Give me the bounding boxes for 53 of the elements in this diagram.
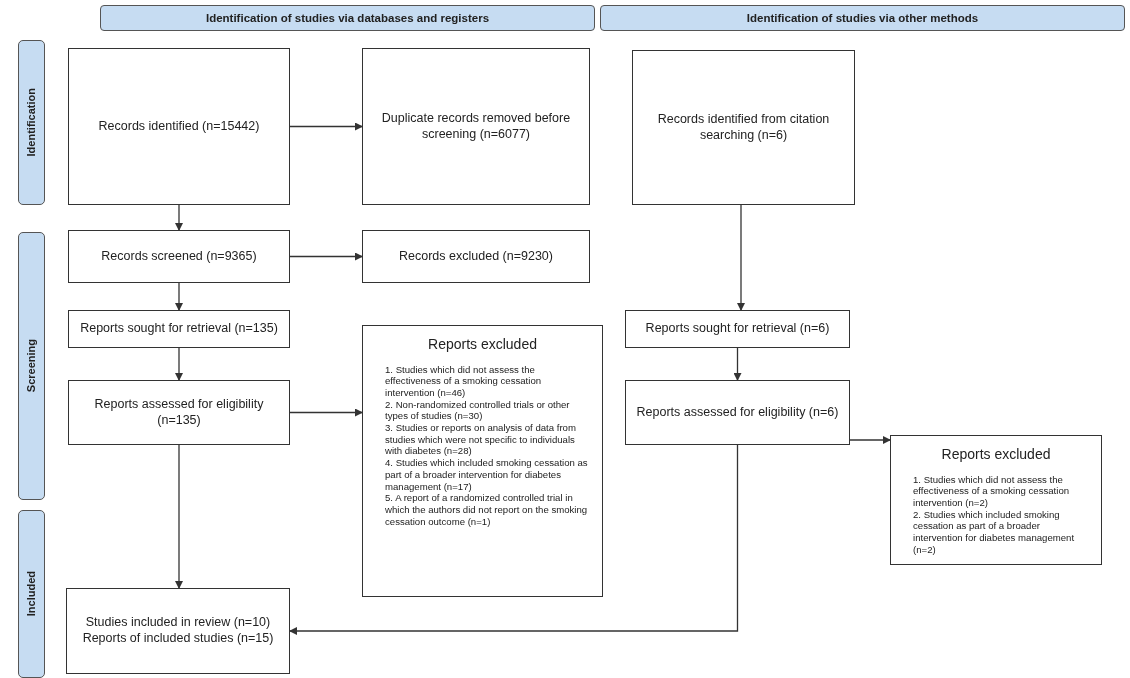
box-text: Records excluded (n=9230): [398, 248, 554, 265]
list-item: 1. Studies which did not assess the effectiveness of a smoking cessation intervention (n=46): [384, 363, 543, 399]
arrow: [289, 408, 363, 417]
arrow: [737, 204, 745, 311]
arrow: [175, 444, 183, 589]
column-header: [100, 5, 595, 31]
list-item: 2. Studies which included smoking cessation as part of a broader intervention for diabetes management (n=2): [912, 508, 1076, 556]
box-text: Reports of included studies (n=15): [81, 631, 275, 647]
box-text: Reports assessed for eligibility (n=6): [635, 404, 840, 421]
process-box: [68, 310, 290, 348]
exclusion-box: [890, 435, 1102, 565]
process-box: [66, 588, 290, 674]
process-box: [632, 50, 855, 205]
header-text: Identification of studies via databases and registers: [204, 10, 491, 26]
phase-label: Included: [24, 571, 38, 617]
list-item: 3. Studies or reports on analysis of data from studies which were not specific to individuals with diabetes (n=28): [384, 422, 577, 458]
process-box: [362, 48, 590, 205]
box-text: Records identified (n=15442): [97, 118, 261, 135]
arrow: [733, 347, 742, 381]
box-heading: Reports excluded: [427, 336, 538, 354]
process-box: [625, 380, 850, 445]
phase-label: Screening: [24, 339, 38, 393]
phase-label: Identification: [24, 88, 38, 157]
phase-band: [18, 40, 45, 205]
process-box: [68, 230, 290, 283]
phase-band: [18, 232, 45, 500]
process-box: [68, 48, 290, 205]
arrow: [175, 282, 183, 311]
box-text: Reports sought for retrieval (n=135): [79, 321, 279, 337]
arrow: [849, 436, 891, 444]
arrow: [175, 347, 183, 381]
list-item: 1. Studies which did not assess the effectiveness of a smoking cessation intervention (n=2): [912, 473, 1071, 509]
arrow: [175, 204, 183, 231]
exclusion-box: [362, 325, 603, 597]
phase-band: [18, 510, 45, 678]
box-text: Studies included in review (n=10): [84, 615, 272, 631]
arrow: [289, 444, 739, 635]
box-text: Reports sought for retrieval (n=6): [644, 321, 831, 337]
list-item: 2. Non-randomized controlled trials or other types of studies (n=30): [384, 398, 571, 422]
list-item: 5. A report of a randomized controlled trial in which the authors did not report on the smoking cessation outcome (n=1): [384, 492, 589, 528]
box-text: Duplicate records removed before screening (n=6077): [380, 110, 572, 143]
box-text: Records screened (n=9365): [100, 248, 258, 265]
process-box: [625, 310, 850, 348]
process-box: [68, 380, 290, 445]
process-box: [362, 230, 590, 283]
box-heading: Reports excluded: [940, 446, 1052, 464]
arrow: [289, 122, 363, 131]
column-header: [600, 5, 1125, 31]
box-text: Reports assessed for eligibility (n=135): [93, 396, 265, 429]
box-text: Records identified from citation searching (n=6): [656, 111, 831, 144]
header-text: Identification of studies via other methods: [745, 10, 980, 26]
list-item: 4. Studies which included smoking cessation as part of a broader intervention for diabetes management (n=17): [384, 457, 589, 493]
arrow: [289, 252, 363, 261]
